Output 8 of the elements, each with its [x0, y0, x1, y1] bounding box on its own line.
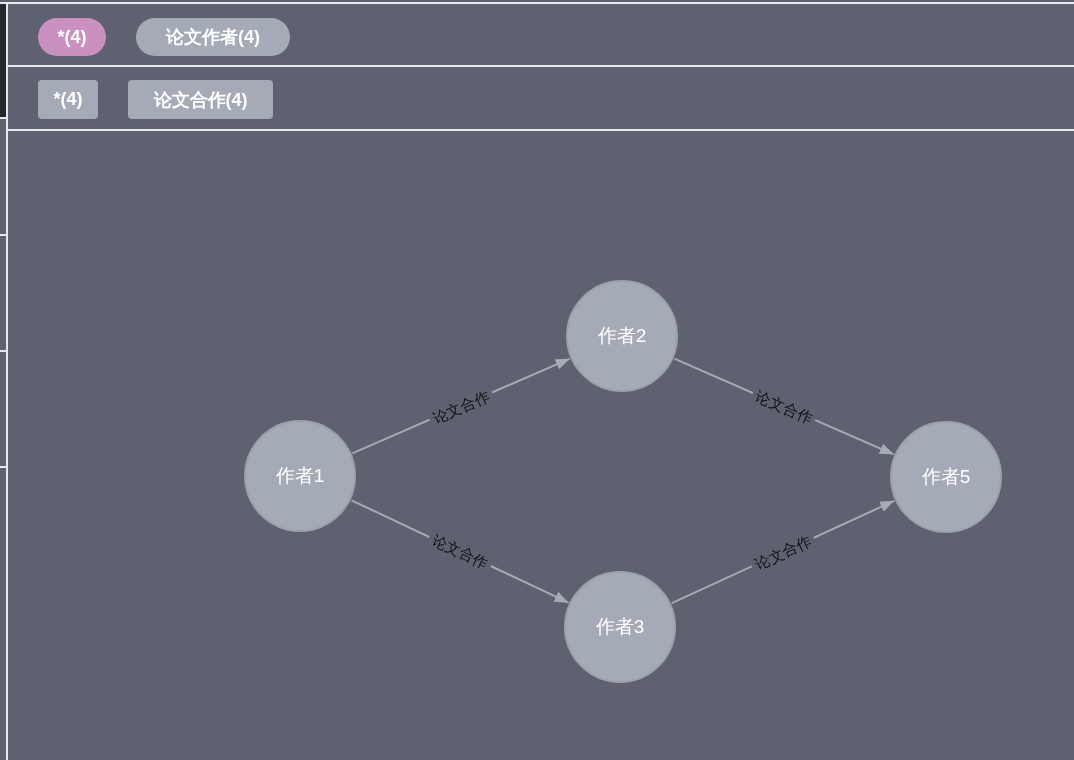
node-circle: 作者3 [564, 571, 676, 683]
tag-pill: *(4) [38, 18, 106, 56]
tag-pill: 论文作者(4) [136, 18, 290, 56]
tag-chip: *(4) [38, 80, 98, 119]
tag-chip: 论文合作(4) [128, 80, 273, 119]
node-circle: 作者2 [566, 280, 678, 392]
node-circle: 作者5 [890, 421, 1002, 533]
node-circle: 作者1 [244, 420, 356, 532]
